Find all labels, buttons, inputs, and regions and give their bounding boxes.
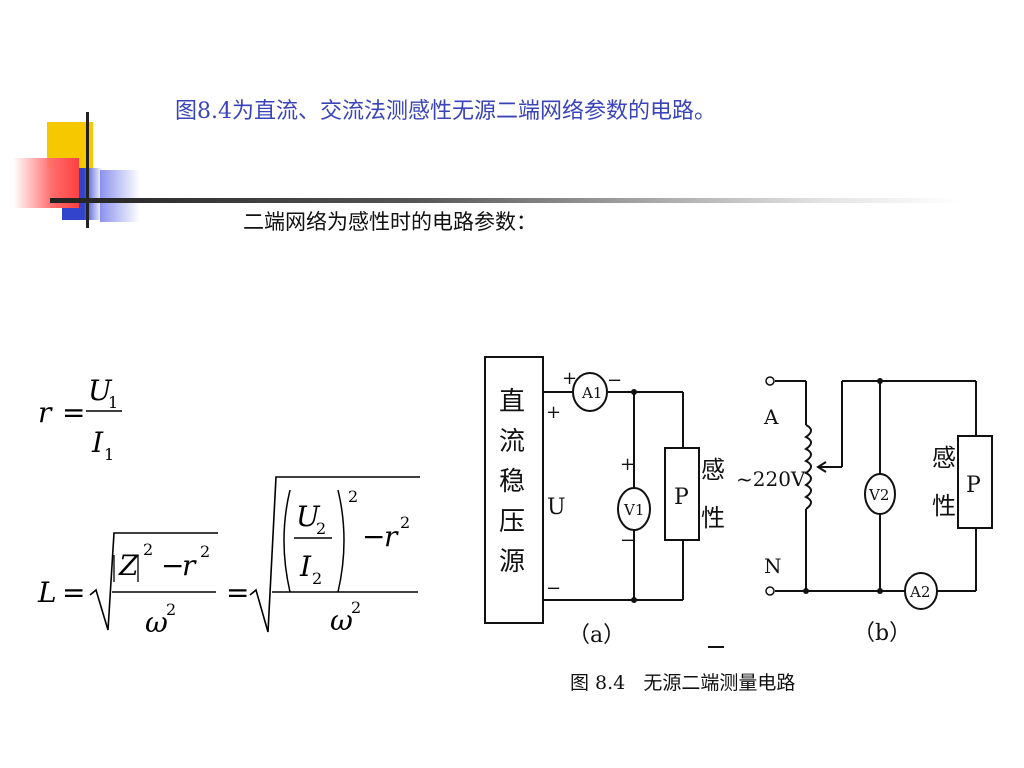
label-load-char-b1: 感 xyxy=(932,444,956,472)
source-char-4: 压 xyxy=(499,507,525,537)
slide-subtitle: 二端网络为感性时的电路参数： xyxy=(243,210,537,234)
decor-horizontal-line xyxy=(50,198,960,203)
label-load-char-a1: 感 xyxy=(701,456,725,484)
formula-r-eq: = xyxy=(62,396,85,429)
source-char-3: 稳 xyxy=(499,467,525,497)
formula-L-minus2: − xyxy=(362,520,385,553)
label-minus-v: − xyxy=(620,530,635,551)
label-voltmeter-v1: V1 xyxy=(623,501,644,519)
formula-L-r: r xyxy=(182,549,197,582)
formula-r: r = U 1 I 1 xyxy=(38,374,122,464)
formula-L-minus: − xyxy=(161,549,184,582)
formula-L-paren-sq: 2 xyxy=(348,487,358,506)
formula-r-num-sub: 1 xyxy=(108,393,118,412)
voltmeter-v2 xyxy=(864,473,896,515)
label-plus-v: + xyxy=(620,454,635,475)
label-plus-top: + xyxy=(546,402,561,423)
formula-L-Z-sq: 2 xyxy=(143,540,153,559)
formula-L-eq: = xyxy=(62,576,85,609)
formula-L-eq2: = xyxy=(226,576,249,609)
label-minus-bottom: − xyxy=(546,578,561,599)
formula-L-r2: r xyxy=(384,520,399,553)
label-node-a: A xyxy=(763,405,779,429)
label-load-p-b: P xyxy=(966,473,981,498)
label-minus-a1: − xyxy=(607,370,622,391)
label-plus-a1: + xyxy=(562,368,577,389)
source-char-2: 流 xyxy=(499,427,525,457)
label-ammeter-a1: A1 xyxy=(581,384,602,402)
figure-caption: 图 8.4 无源二端测量电路 xyxy=(570,672,796,694)
source-char-5: 源 xyxy=(499,547,525,577)
load-p-b xyxy=(957,435,993,529)
voltmeter-v1 xyxy=(617,487,651,531)
label-load-p-a: P xyxy=(674,485,689,510)
label-load-char-a2: 性 xyxy=(701,504,725,532)
formula-L-omega-sq: 2 xyxy=(166,600,176,619)
source-char-1: 直 xyxy=(499,387,525,417)
formula-L-omega2: ω xyxy=(330,604,353,637)
formula-L-U2-sub: 2 xyxy=(316,519,326,538)
ammeter-a2 xyxy=(904,572,938,610)
label-ammeter-a2: A2 xyxy=(909,583,930,601)
formula-area: r = U 1 I 1 L = Z 2 − r 2 ω 2 = U 2 I 2 … xyxy=(37,374,420,639)
formula-L: L = Z 2 − r 2 ω 2 = U 2 I 2 2 − r 2 ω 2 xyxy=(37,476,420,639)
formula-L-lhs: L xyxy=(37,576,57,609)
label-voltmeter-v2: V2 xyxy=(868,486,889,504)
transformer-coil xyxy=(804,424,812,510)
formula-L-r-sq: 2 xyxy=(200,542,210,561)
formula-L-U2: U xyxy=(296,500,321,533)
formula-r-num: U xyxy=(88,374,113,407)
formula-L-Z: Z xyxy=(118,549,139,582)
load-p-a xyxy=(664,447,700,541)
formula-L-omega: ω xyxy=(145,606,168,639)
ammeter-a1 xyxy=(572,372,608,412)
formula-L-r2-sq: 2 xyxy=(400,513,410,532)
formula-L-omega2-sq: 2 xyxy=(351,598,361,617)
formula-L-I2-sub: 2 xyxy=(312,569,322,588)
label-node-n: N xyxy=(764,554,782,578)
slide-title: 图8.4为直流、交流法测感性无源二端网络参数的电路。 xyxy=(175,99,716,124)
formula-r-den: I xyxy=(91,426,104,459)
decor-vertical-line xyxy=(86,112,89,228)
decor-blue-fade xyxy=(100,170,140,222)
label-u: U xyxy=(547,495,566,520)
formula-r-lhs: r xyxy=(38,396,53,429)
label-load-char-b2: 性 xyxy=(932,492,956,520)
formula-L-I2: I xyxy=(299,550,312,583)
label-circuit-a: （a） xyxy=(568,623,625,648)
label-circuit-b: （b） xyxy=(853,621,911,646)
circuit-diagram: 直 流 稳 压 源 + + − A1 V1 + − U − P 感 性 （a） … xyxy=(484,356,993,648)
label-voltage: ~220V xyxy=(736,467,806,491)
formula-r-den-sub: 1 xyxy=(104,445,114,464)
dc-source-box xyxy=(484,356,544,624)
